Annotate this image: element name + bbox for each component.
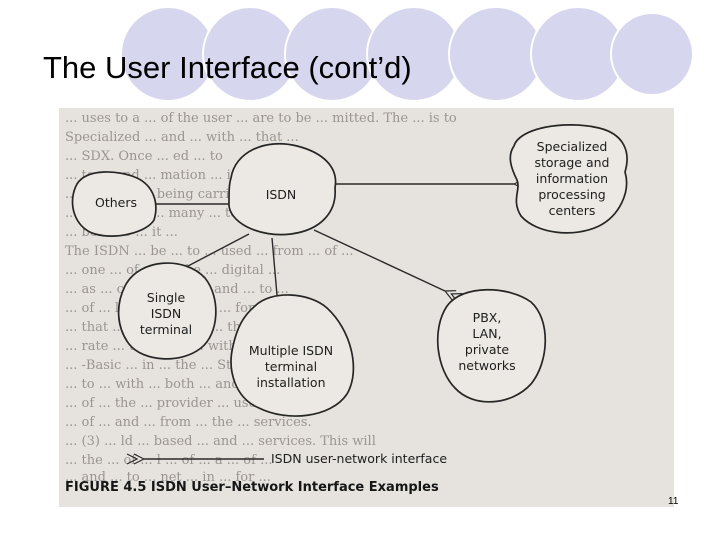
background-text-line: ... the ... of ... l ... of ... a ... of…: [65, 453, 272, 468]
cloud-isdn: [228, 142, 337, 236]
background-text-line: ... SDX. Once ... ed ... to: [65, 149, 223, 164]
decorative-circle: [448, 6, 544, 102]
connector-isdn-pbx: [313, 229, 445, 291]
node-label-specialized-2: storage and: [535, 155, 610, 170]
node-label-specialized-4: processing: [538, 187, 605, 202]
cloud-specialized: [509, 124, 628, 234]
node-label-isdn: ISDN: [266, 187, 297, 202]
slide-title: The User Interface (cont’d): [43, 50, 412, 85]
background-text-line: ... of ... the ... provider ... use ... …: [65, 396, 290, 411]
page-number: 11: [668, 496, 679, 507]
node-label-multiple-3: installation: [256, 375, 325, 390]
background-text-line: ... (3) ... ld ... based ... and ... ser…: [65, 434, 376, 449]
node-label-multiple-1: Multiple ISDN: [249, 343, 333, 358]
node-label-multiple-2: terminal: [265, 359, 317, 374]
legend-label: ISDN user-network interface: [271, 451, 447, 466]
background-text-line: The ISDN ... be ... to ... used ... from…: [65, 244, 354, 259]
circle-row: [120, 6, 694, 102]
node-label-single-3: terminal: [140, 322, 192, 337]
node-label-pbx-2: LAN,: [472, 326, 501, 341]
background-text-line: ... of ... and ... from ... the ... serv…: [65, 415, 312, 430]
node-labels: Others ISDN Specialized storage and info…: [95, 139, 610, 390]
background-text-line: ... and ... to ... net ... in ... for ..…: [65, 470, 271, 485]
node-label-specialized-5: centers: [549, 203, 596, 218]
cloud-pbx: [436, 288, 547, 403]
node-label-specialized-1: Specialized: [537, 139, 608, 154]
node-label-pbx-1: PBX,: [473, 310, 502, 325]
background-text-line: Specialized ... and ... with ... that ..…: [65, 130, 299, 145]
figure-caption: FIGURE 4.5 ISDN User–Network Interface E…: [65, 480, 439, 495]
cloud-shapes: [71, 124, 628, 417]
cloud-others: [71, 171, 157, 237]
decorative-circle: [610, 12, 694, 96]
decorative-circles: [120, 6, 694, 102]
node-label-specialized-3: information: [536, 171, 608, 186]
node-label-others: Others: [95, 195, 137, 210]
cloud-multiple: [230, 294, 355, 417]
node-label-pbx-4: networks: [458, 358, 515, 373]
node-label-single-1: Single: [147, 290, 186, 305]
scanned-figure: ... uses to a ... of the user ... are to…: [59, 108, 674, 507]
node-label-pbx-3: private: [465, 342, 510, 357]
node-label-single-2: ISDN: [151, 306, 182, 321]
connector-isdn-multiple: [271, 237, 277, 295]
background-text-line: ... uses to a ... of the user ... are to…: [65, 111, 457, 126]
cloud-single: [117, 262, 217, 360]
